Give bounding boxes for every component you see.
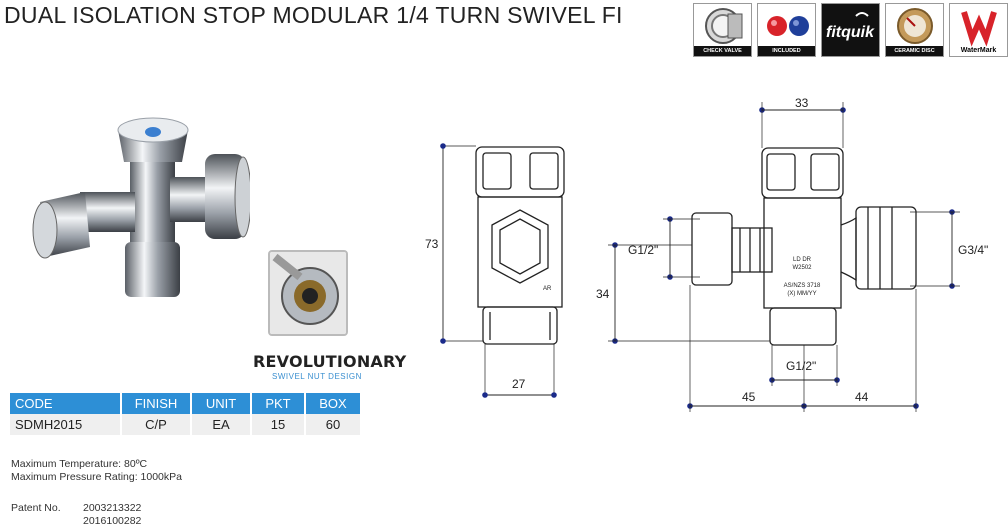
dimension-markers: [440, 107, 955, 409]
watermark-badge: WaterMark: [949, 3, 1008, 57]
cell-box: 60: [306, 414, 360, 435]
swivel-nut-closeup: [268, 250, 348, 336]
badge-caption: INCLUDED: [758, 46, 815, 56]
badge-caption: CERAMIC DISC: [886, 46, 943, 56]
dim-top-width-label: 33: [795, 96, 809, 110]
body-mark: AR: [543, 286, 552, 292]
patent-block: Patent No. 2003213322 2016100282: [11, 502, 141, 528]
cell-finish: C/P: [122, 414, 190, 435]
page-title: DUAL ISOLATION STOP MODULAR 1/4 TURN SWI…: [4, 2, 623, 28]
body-text-line: AS/NZS 3718: [784, 283, 821, 289]
side-height-label: 34: [596, 287, 610, 301]
patent-label: Patent No.: [11, 502, 61, 514]
check-valve-badge: CHECK VALVE: [693, 3, 752, 57]
patent-number: 2016100282: [83, 515, 142, 527]
revolutionary-subline: SWIVEL NUT DESIGN: [272, 372, 362, 381]
badge-caption: WaterMark: [960, 47, 997, 54]
body-text-line: W2502: [792, 265, 812, 271]
dim-height-label: 73: [425, 237, 439, 251]
header-pkt: PKT: [252, 393, 304, 414]
spec-notes: Maximum Temperature: 80ºC Maximum Pressu…: [11, 458, 182, 484]
included-badge: INCLUDED: [757, 3, 816, 57]
table-row: SDMH2015 C/P EA 15 60: [10, 414, 360, 435]
left-thread-label: G1/2": [628, 243, 658, 257]
bottom-thread-label: G1/2": [786, 359, 816, 373]
header-unit: UNIT: [192, 393, 250, 414]
revolutionary-logo: REVOLUTIONARY: [253, 352, 407, 371]
header-finish: FINISH: [122, 393, 190, 414]
fitquik-logo-icon: fitquik: [826, 12, 875, 41]
product-photo: [32, 117, 250, 297]
front-view-labels: 33 G1/2" G3/4" 34 G1/2" 45 44 LD DR W250…: [596, 96, 988, 404]
cell-code: SDMH2015: [10, 414, 120, 435]
check-valve-icon: [705, 8, 743, 44]
front-view-drawing: [608, 102, 960, 412]
max-pressure: Maximum Pressure Rating: 1000kPa: [11, 471, 182, 483]
spec-table: CODE FINISH UNIT PKT BOX SDMH2015 C/P EA…: [8, 393, 362, 435]
header-code: CODE: [10, 393, 120, 414]
right-thread-label: G3/4": [958, 243, 988, 257]
hot-cold-icon: [767, 16, 809, 36]
fitquik-badge: fitquik: [821, 3, 880, 57]
body-text-line: (X) MM/YY: [787, 291, 816, 297]
dim-width-label: 27: [512, 377, 526, 391]
max-temperature: Maximum Temperature: 80ºC: [11, 458, 148, 470]
cell-pkt: 15: [252, 414, 304, 435]
header-box: BOX: [306, 393, 360, 414]
side-view-drawing: [442, 145, 565, 397]
cell-unit: EA: [192, 414, 250, 435]
body-text-line: LD DR: [793, 257, 812, 263]
patent-number: 2003213322: [83, 502, 142, 514]
right-length-label: 44: [855, 390, 869, 404]
swivel-nut-photo: [270, 252, 346, 334]
spec-table-header: CODE FINISH UNIT PKT BOX: [10, 393, 360, 414]
svg-text:fitquik: fitquik: [826, 24, 875, 41]
feature-badges: CHECK VALVE INCLUDED fitquik CERAMIC DIS…: [693, 3, 1008, 57]
watermark-logo-icon: [961, 11, 997, 47]
ceramic-disc-badge: CERAMIC DISC: [885, 3, 944, 57]
side-view-labels: 73 27 AR: [425, 237, 552, 391]
left-length-label: 45: [742, 390, 756, 404]
ceramic-disc-icon: [897, 8, 933, 44]
badge-caption: CHECK VALVE: [694, 46, 751, 56]
